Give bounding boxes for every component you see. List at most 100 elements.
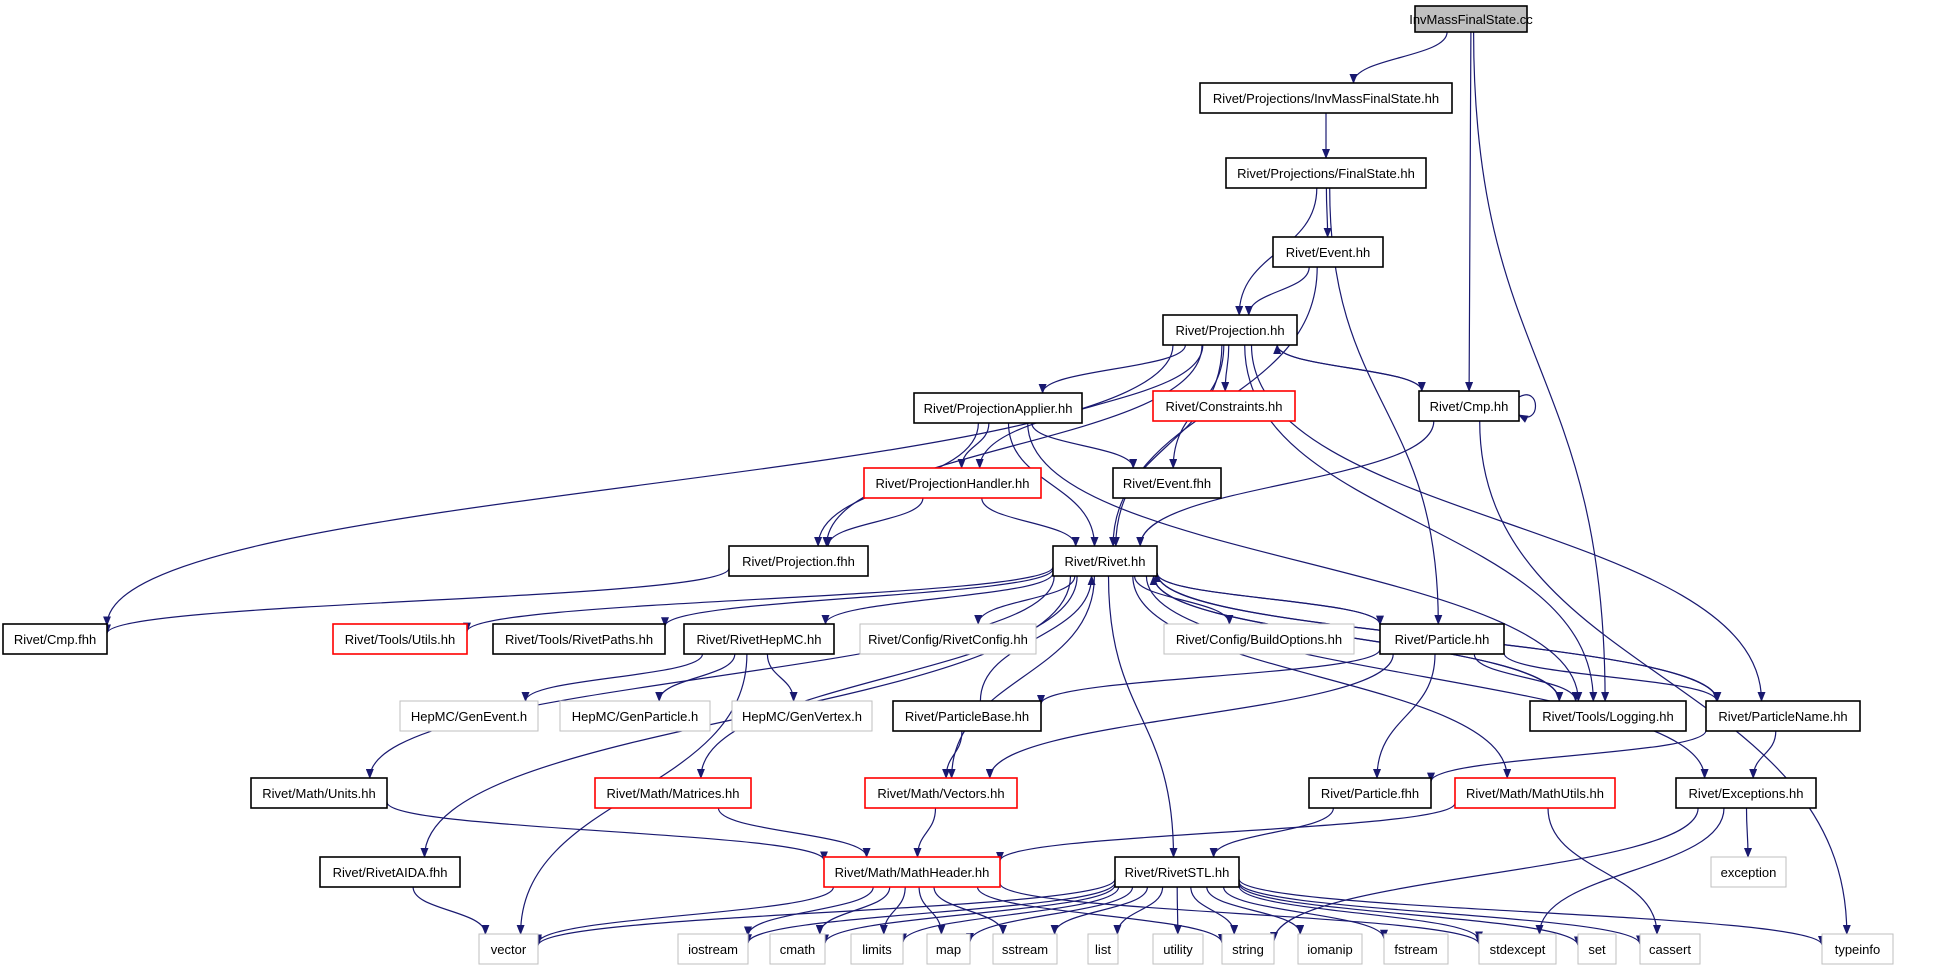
edge-projapp_hh-to-event_fhh [1031,422,1138,469]
edge-rivetstl_hh-to-string [1190,886,1239,935]
node-label: Rivet/Config/RivetConfig.hh [868,632,1028,647]
node-cmp-fhh[interactable]: Rivet/Cmp.fhh [2,623,108,655]
node-label: Rivet/ProjectionApplier.hh [924,401,1073,416]
edge-rivetstl_hh-to-sstream [1050,886,1148,935]
edge-root-to-cmp_hh [1465,31,1474,392]
edge-projapp_hh-to-projhandler_hh [957,422,990,469]
node-label: typeinfo [1835,942,1881,957]
node-rivethepmc-hh[interactable]: Rivet/RivetHepMC.hh [683,623,835,655]
edge-mathheader_hh-to-string [976,886,1226,944]
node-rivetpaths-hh[interactable]: Rivet/Tools/RivetPaths.hh [492,623,666,655]
edge-rivetstl_hh-to-list [1113,886,1164,935]
edge-mathheader_hh-to-iostream [744,886,874,937]
edge-particle_hh-to-particlename_hh [1503,652,1721,702]
edge-rivet_hh-to-rivetstl_hh [1107,575,1178,858]
node-label: Rivet/RivetHepMC.hh [697,632,822,647]
edge-fs_hh-to-event_hh [1323,187,1332,238]
node-map: map [926,933,971,965]
node-label: Rivet/Event.fhh [1123,476,1211,491]
node-fs-hh[interactable]: Rivet/Projections/FinalState.hh [1225,157,1427,189]
node-logging-hh[interactable]: Rivet/Tools/Logging.hh [1529,700,1687,732]
edge-particle_fhh-to-rivetstl_hh [1209,807,1334,858]
node-label: HepMC/GenVertex.h [742,709,862,724]
node-label: Rivet/Rivet.hh [1065,554,1146,569]
node-event-hh[interactable]: Rivet/Event.hh [1272,236,1384,268]
node-box [492,623,666,655]
node-label: Rivet/Math/MathUtils.hh [1466,786,1604,801]
node-cmp-hh[interactable]: Rivet/Cmp.hh [1418,390,1520,422]
node-proj-fhh[interactable]: Rivet/Projection.fhh [728,545,869,577]
node-label: Rivet/Cmp.hh [1430,399,1509,414]
node-box [1297,933,1363,965]
node-vectors-hh[interactable]: Rivet/Math/Vectors.hh [864,777,1018,809]
node-particlebase-hh[interactable]: Rivet/ParticleBase.hh [892,700,1042,732]
edge-cmp_hh-to-typeinfo [1479,420,1851,935]
node-label: cassert [1649,942,1691,957]
node-particlename-hh[interactable]: Rivet/ParticleName.hh [1705,700,1861,732]
edge-rivethepmc_hh-to-genvertex_h [766,653,798,702]
edge-proj_hh-to-proj_fhh [822,344,1203,547]
edge-mathheader_hh-to-limits [879,886,906,935]
node-box [1383,933,1449,965]
node-units-hh[interactable]: Rivet/Math/Units.hh [250,777,388,809]
edge-rivethepmc_hh-to-genevent_h [521,653,704,702]
node-rivetstl-hh[interactable]: Rivet/RivetSTL.hh [1114,856,1240,888]
node-rivetaida-fhh[interactable]: Rivet/RivetAIDA.fhh [319,856,461,888]
edge-cmp_hh-to-cmp_hh [1518,394,1537,423]
edge-matrices_hh-to-mathheader_hh [717,807,871,858]
edge-rivet_hh-to-buildopts_hh [1134,575,1234,625]
node-mathutils-hh[interactable]: Rivet/Math/MathUtils.hh [1454,777,1616,809]
node-particle-fhh[interactable]: Rivet/Particle.fhh [1308,777,1432,809]
node-event-fhh[interactable]: Rivet/Event.fhh [1112,467,1222,499]
file-nodes: InvMassFinalState.ccRivet/Projections/In… [2,5,1894,965]
edge-proj_hh-to-cmp_fhh [103,344,1174,627]
node-fstream: fstream [1383,933,1449,965]
node-imfs-hh[interactable]: Rivet/Projections/InvMassFinalState.hh [1199,82,1453,114]
node-box [1705,700,1861,732]
edge-rivetstl_hh-to-fstream [1223,886,1388,940]
node-box [864,777,1018,809]
node-label: Rivet/Projection.fhh [742,554,855,569]
node-matrices-hh[interactable]: Rivet/Math/Matrices.hh [594,777,752,809]
node-genvertex-h: HepMC/GenVertex.h [731,700,873,732]
node-exceptions-hh[interactable]: Rivet/Exceptions.hh [1675,777,1817,809]
edge-logging_hh-to-rivet_hh [1149,575,1560,702]
edge-rivetstl_hh-to-vector [534,878,1116,947]
node-box [399,700,539,732]
node-box [478,933,539,965]
node-mathheader-hh[interactable]: Rivet/Math/MathHeader.hh [823,856,1001,888]
edge-rivethepmc_hh-to-genparticle_h [655,653,736,702]
node-particle-hh[interactable]: Rivet/Particle.hh [1379,623,1505,655]
edge-rivetstl_hh-to-utility [1173,886,1182,935]
node-constraints-hh[interactable]: Rivet/Constraints.hh [1152,390,1296,422]
edge-rivetstl_hh-to-cmath [821,884,1116,945]
node-string: string [1221,933,1275,965]
node-label: Rivet/Cmp.fhh [14,632,96,647]
node-label: Rivet/Event.hh [1286,245,1371,260]
node-utils-hh[interactable]: Rivet/Tools/Utils.hh [332,623,468,655]
node-projhandler-hh[interactable]: Rivet/ProjectionHandler.hh [863,467,1042,499]
node-box [1478,933,1557,965]
node-box [926,933,971,965]
node-box [2,623,108,655]
node-box [1221,933,1275,965]
edge-particlebase_hh-to-vectors_hh [942,730,963,779]
node-projapp-hh[interactable]: Rivet/ProjectionApplier.hh [913,392,1083,424]
node-label: Rivet/Projections/FinalState.hh [1237,166,1415,181]
node-proj-hh[interactable]: Rivet/Projection.hh [1162,314,1298,346]
node-label: Rivet/ProjectionHandler.hh [876,476,1030,491]
node-label: map [936,942,961,957]
node-box [1710,856,1787,888]
node-label: Rivet/Math/Vectors.hh [877,786,1004,801]
edge-rivetstl_hh-to-iomanip [1206,886,1305,935]
node-rivet-hh[interactable]: Rivet/Rivet.hh [1052,545,1158,577]
node-box [1112,467,1222,499]
edge-rivet_hh-to-matrices_hh [696,575,1078,779]
node-label: Rivet/RivetAIDA.fhh [333,865,448,880]
edge-particle_hh-to-vectors_hh [985,653,1394,779]
node-box [1225,157,1427,189]
node-label: stdexcept [1490,942,1546,957]
node-genevent-h: HepMC/GenEvent.h [399,700,539,732]
edge-rivetstl_hh-to-typeinfo [1238,878,1826,946]
